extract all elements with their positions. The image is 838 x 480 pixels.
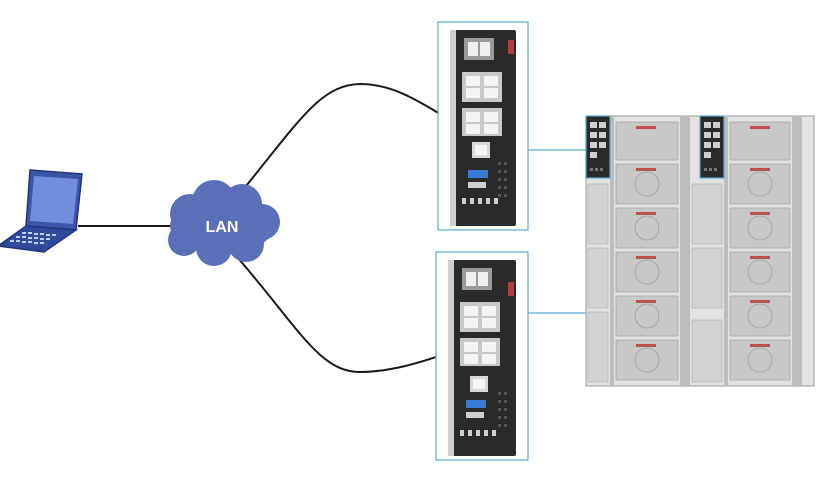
management-module-top [437,21,529,231]
chassis-mm-slot-2 [699,115,725,179]
lan-cloud-icon: LAN [168,180,280,266]
link-lan-top-module [237,82,459,197]
management-module-bottom [435,251,529,461]
module-faceplate [448,260,516,456]
lan-label: LAN [206,219,239,236]
blade-column-left [615,121,679,381]
module-faceplate [450,30,516,226]
laptop-icon [0,169,83,253]
link-lan-bottom-module [237,257,459,374]
chassis-mm-slot-1 [585,115,611,179]
blade-chassis [585,115,815,387]
